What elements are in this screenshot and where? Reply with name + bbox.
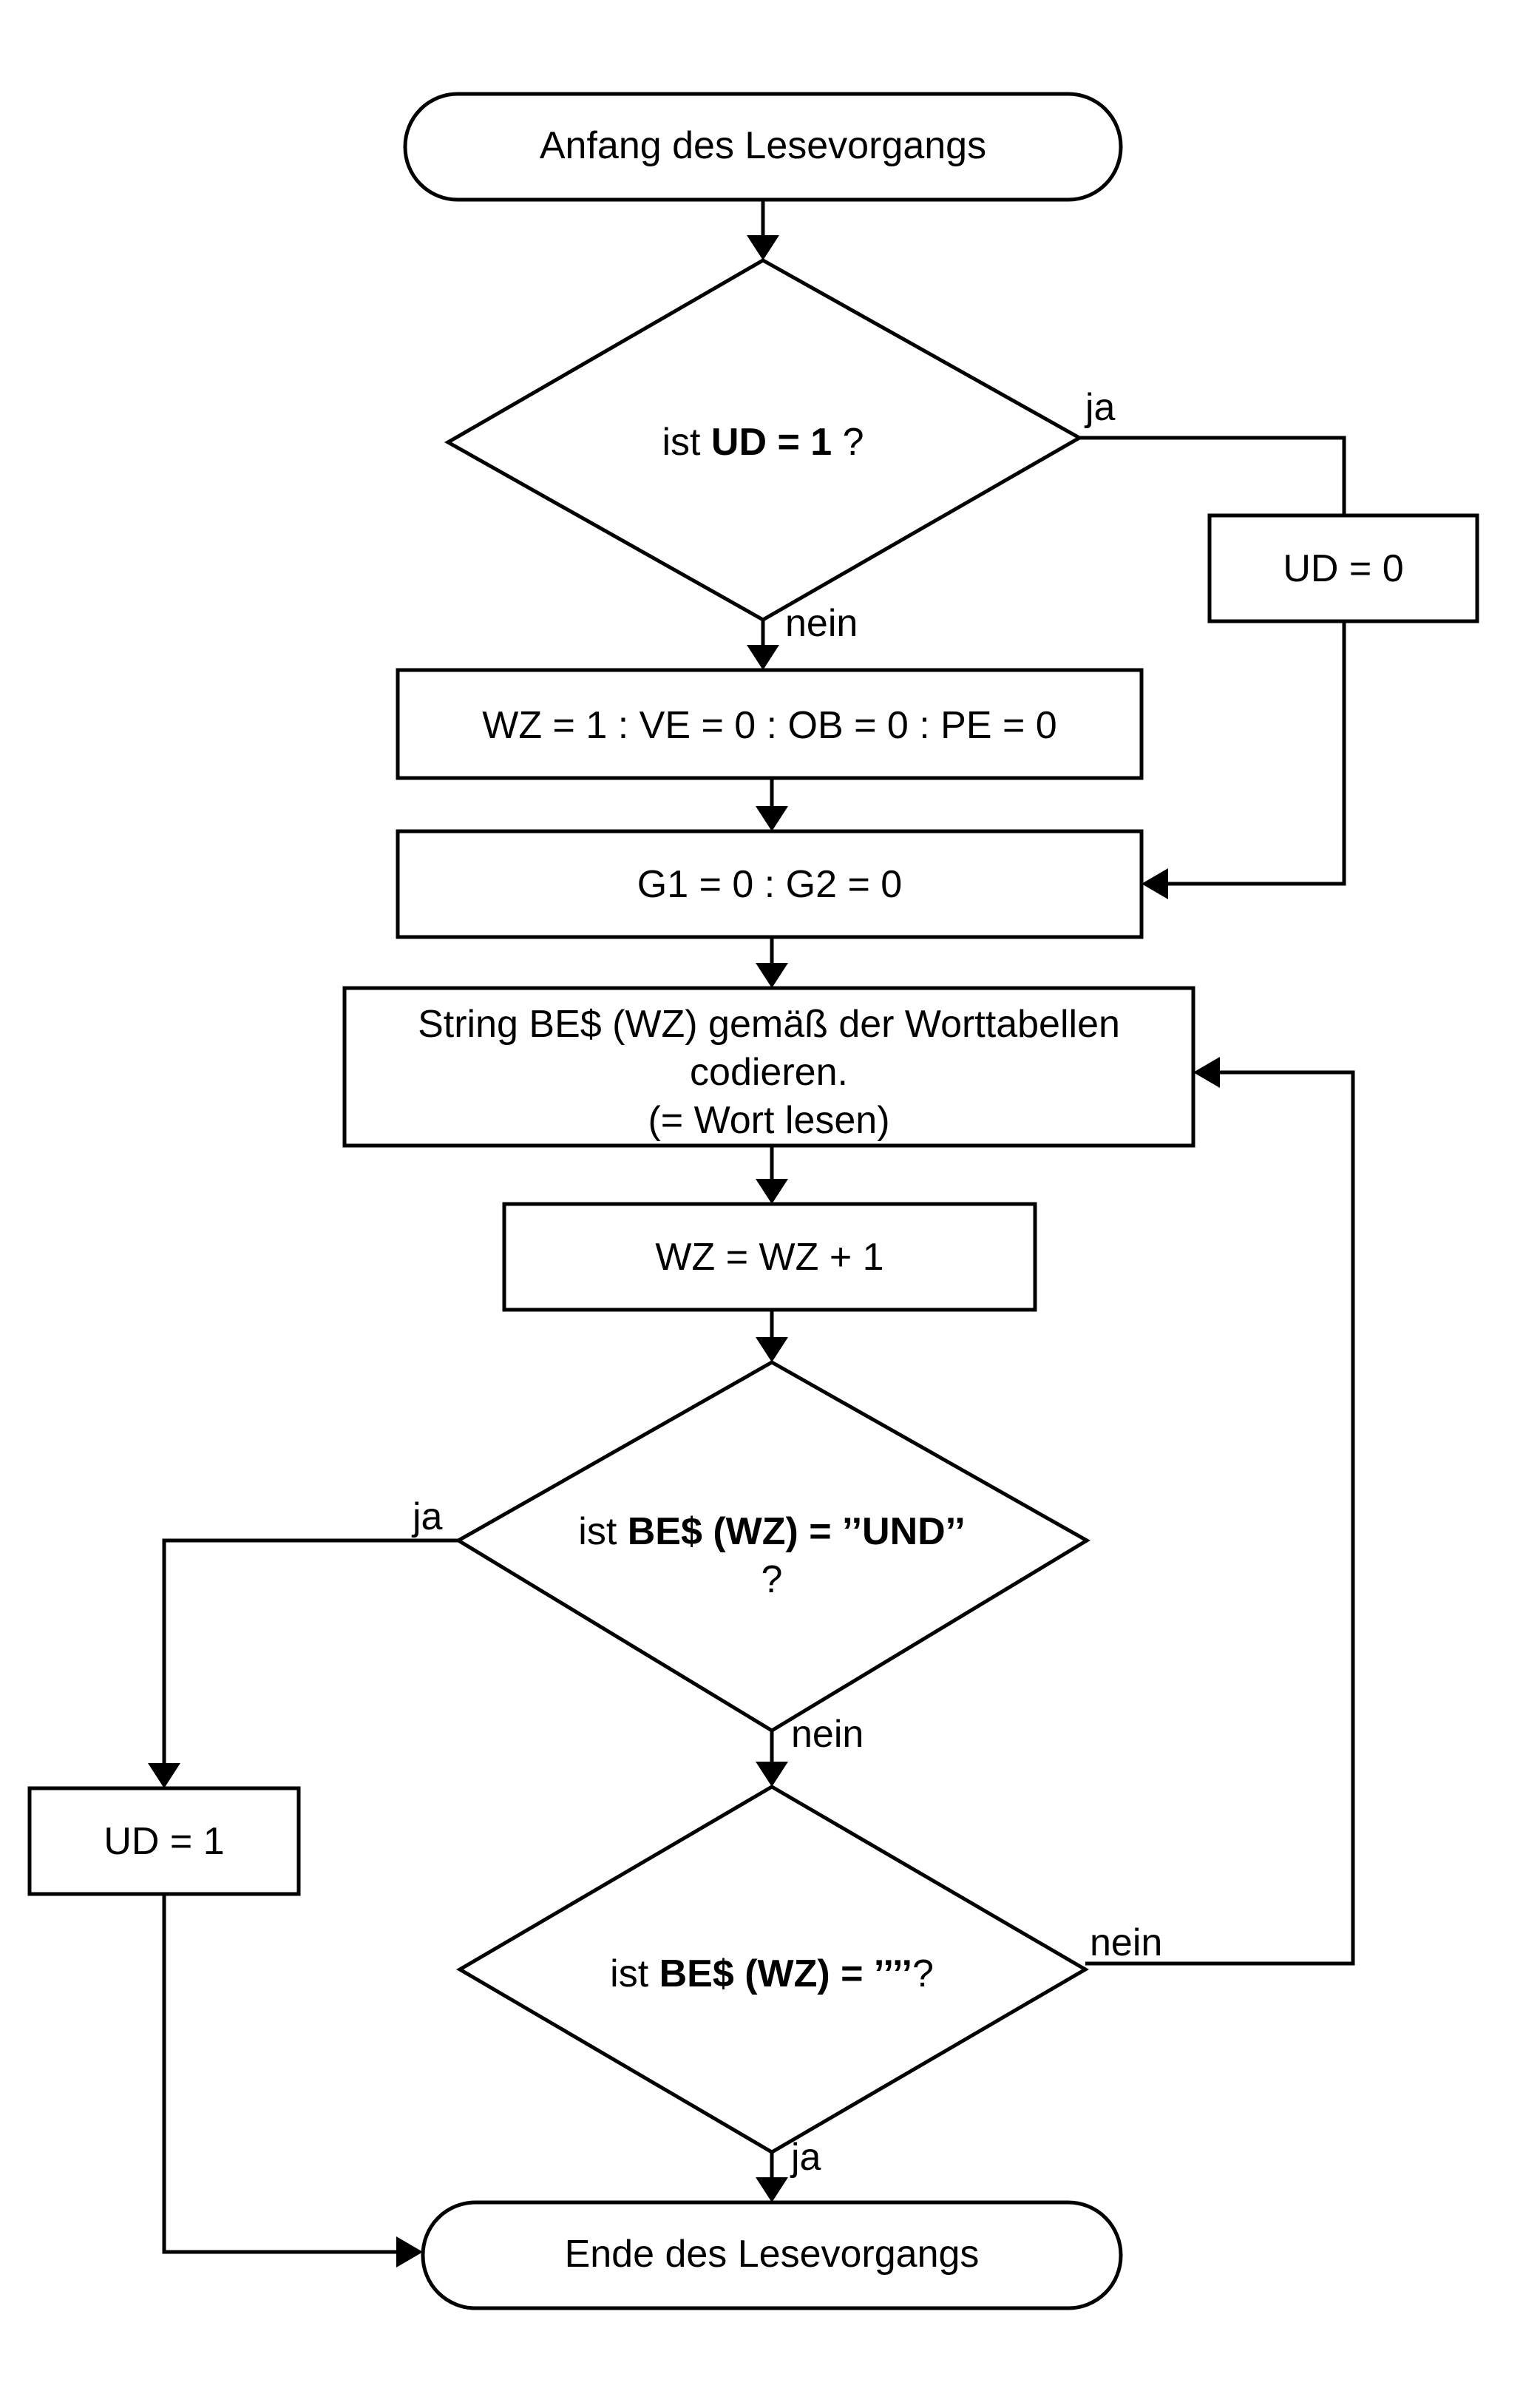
box-string-codieren <box>342 986 1195 1148</box>
label-nein-3: nein <box>1090 1921 1162 1964</box>
end-terminal <box>421 2200 1123 2310</box>
box-inc-label: WZ = WZ + 1 <box>655 1236 883 1279</box>
arrowhead <box>756 1179 788 1204</box>
arrowhead <box>1142 868 1168 899</box>
decision1-text: ist UD = 1 ? <box>662 421 864 464</box>
start-label: Anfang des Lesevorgangs <box>540 124 986 167</box>
arrowhead <box>747 235 779 260</box>
connector-ud0-to-g <box>1167 621 1346 886</box>
box-g1-g2 <box>396 829 1144 939</box>
box-init-label: WZ = 1 : VE = 0 : OB = 0 : PE = 0 <box>482 704 1056 747</box>
end-label: Ende des Lesevorgangs <box>565 2233 980 2276</box>
arrowhead <box>756 963 788 988</box>
arrowhead <box>747 645 779 670</box>
box-init-variables <box>396 668 1144 780</box>
label-nein-1: nein <box>785 602 858 645</box>
box-wz-increment <box>502 1202 1037 1312</box>
arrowhead <box>1193 1057 1220 1088</box>
box-string-line3: (= Wort lesen) <box>648 1099 889 1142</box>
decision3-text: ist BE$ (WZ) = ’’’’? <box>610 1952 934 1995</box>
arrowhead <box>396 2236 423 2267</box>
label-ja-2: ja <box>411 1495 443 1538</box>
label-ja-3: ja <box>790 2136 821 2179</box>
label-nein-2: nein <box>791 1713 864 1756</box>
box-ud-0-label: UD = 0 <box>1283 547 1403 590</box>
decision2-question: ? <box>762 1558 783 1601</box>
connector-nein-3-loop <box>1085 1070 1355 1966</box>
connector-ja-1 <box>1079 436 1346 515</box>
label-ja-1: ja <box>1084 386 1116 429</box>
connector-ja-2 <box>162 1538 458 1763</box>
box-ud-1-label: UD = 1 <box>104 1820 224 1863</box>
box-string-line2: codieren. <box>690 1051 848 1094</box>
arrowhead <box>756 1337 788 1362</box>
arrowhead <box>756 1762 788 1787</box>
arrowhead <box>148 1763 180 1788</box>
connector-ud1-end <box>162 1894 399 2254</box>
box-string-line1: String BE$ (WZ) gemäß der Worttabellen <box>418 1003 1120 1046</box>
arrowhead <box>756 806 788 831</box>
box-g-label: G1 = 0 : G2 = 0 <box>637 863 902 906</box>
arrowhead <box>756 2177 788 2202</box>
decision2-text: ist BE$ (WZ) = ’’UND’’ <box>578 1510 965 1553</box>
